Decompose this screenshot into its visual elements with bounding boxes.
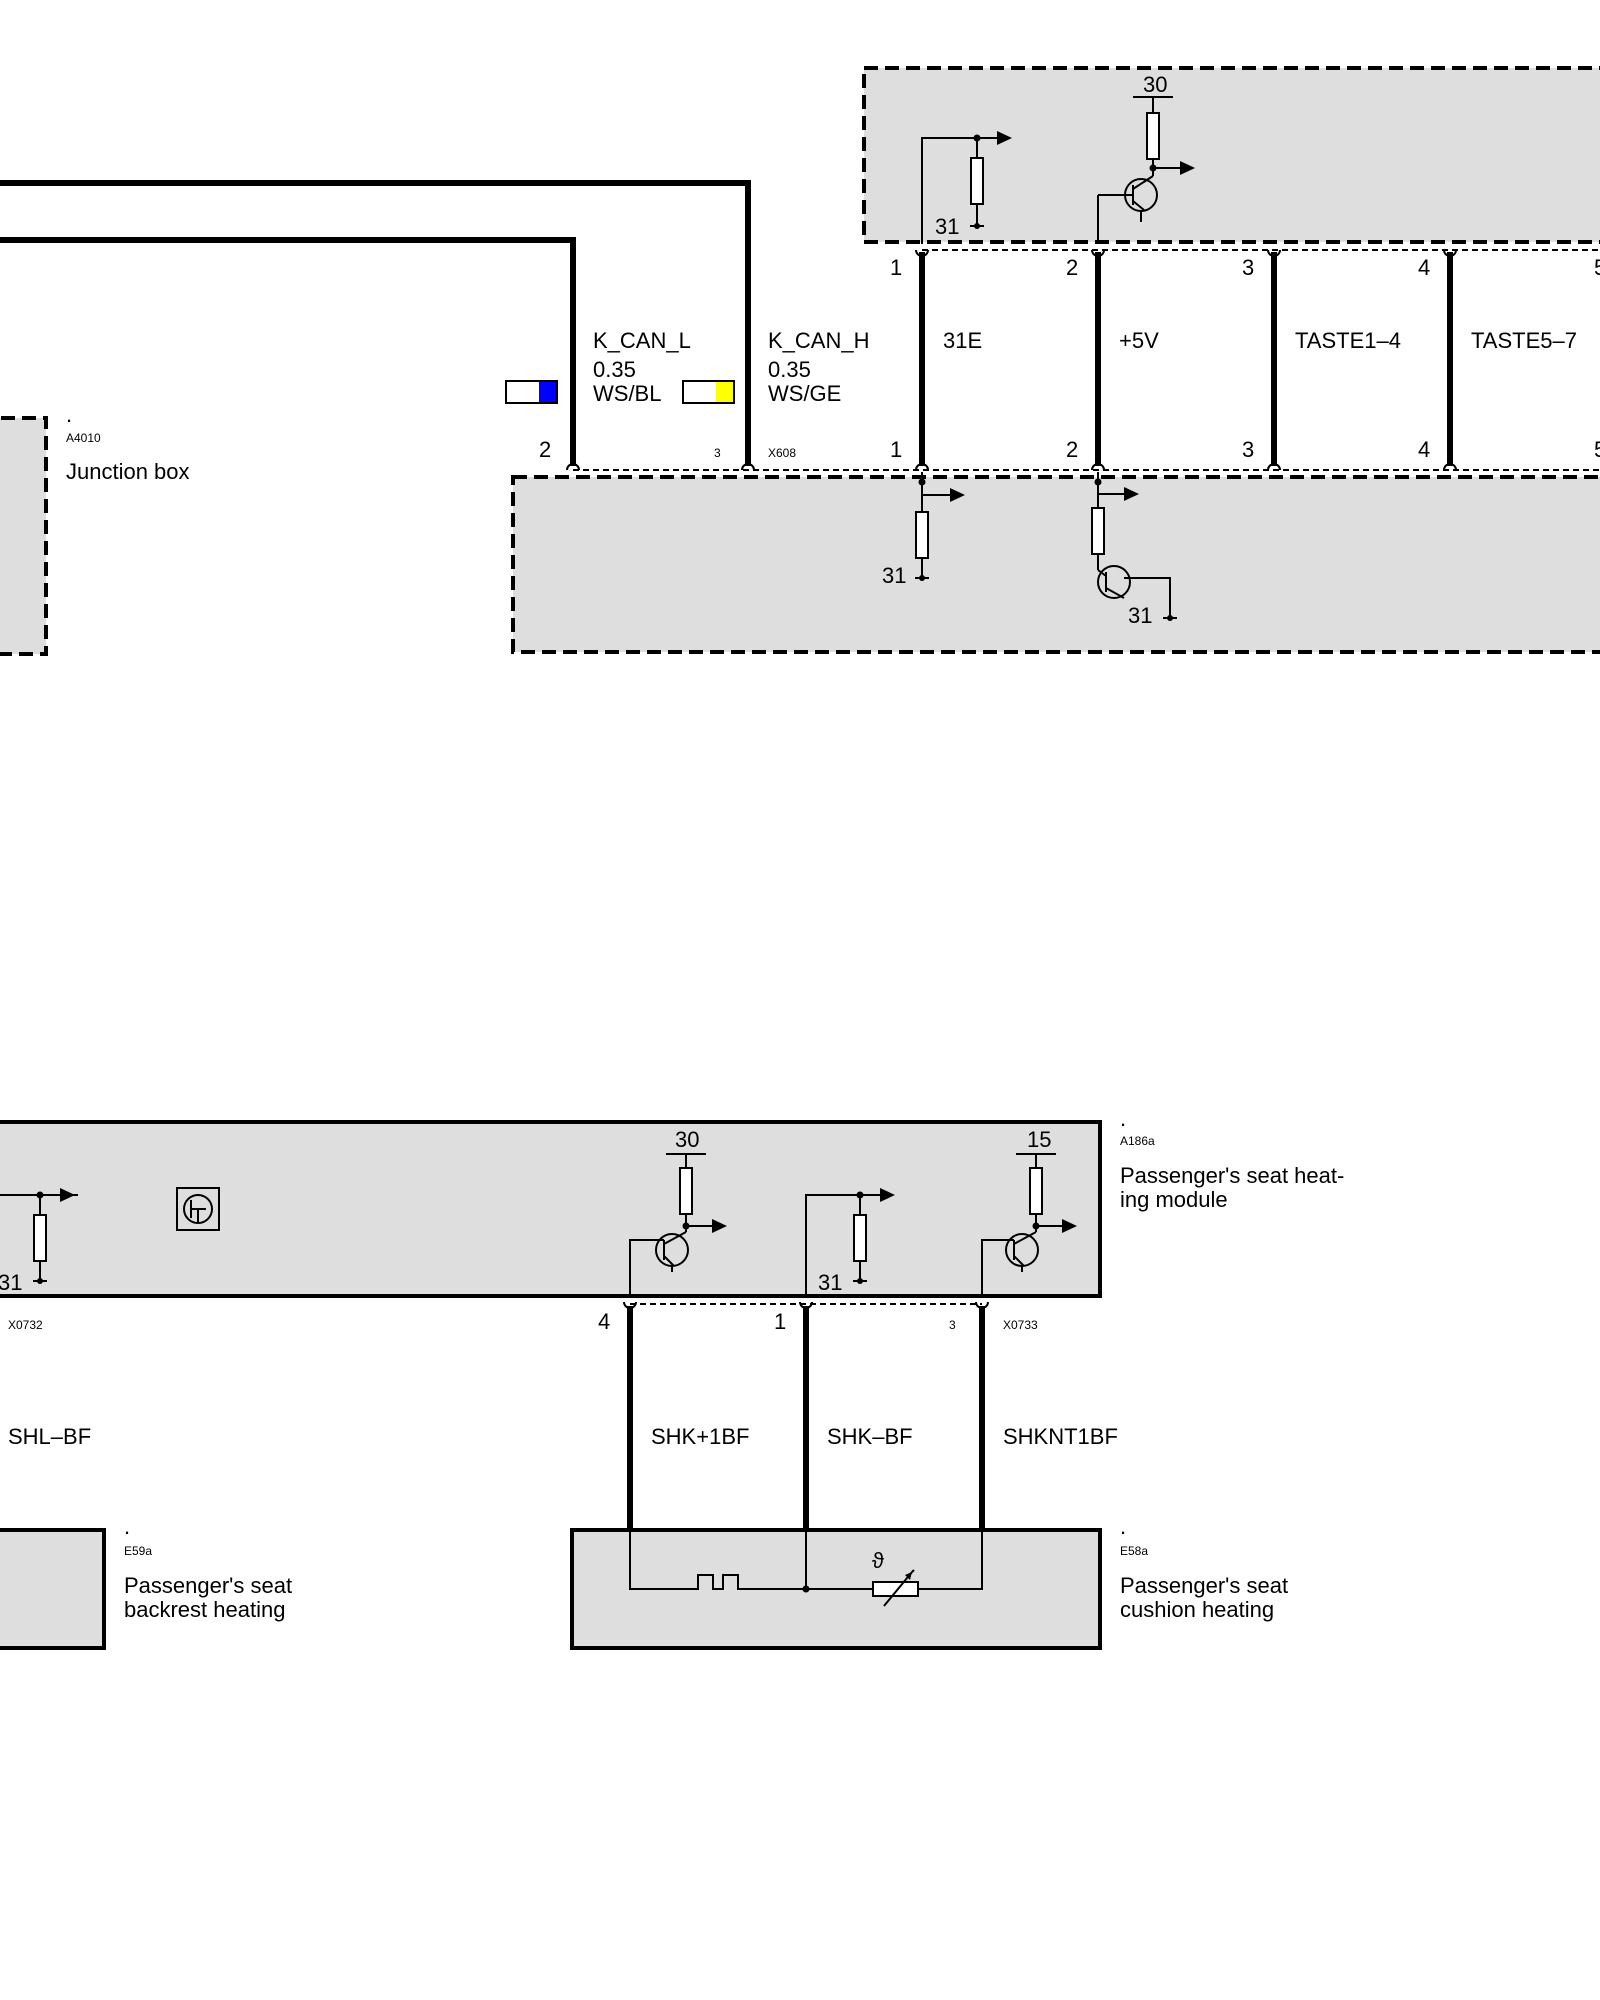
k-can-l-signal: K_CAN_L — [593, 328, 691, 353]
pin-label-can-h: 3 — [714, 446, 721, 460]
signal-label-shk-plus-1bf: SHK+1BF — [651, 1424, 749, 1449]
cushion-heating-internals — [629, 1532, 983, 1607]
pin-top-1: 1 — [890, 255, 902, 280]
k-can-h-color-swatch — [682, 380, 735, 404]
module-id: A186a — [1120, 1134, 1155, 1148]
jbox-transistor-circuit — [1091, 472, 1177, 621]
pin-top-2: 2 — [1066, 255, 1078, 280]
terminal-31-top: 31 — [935, 214, 959, 239]
pin-label-can-l: 2 — [539, 437, 551, 462]
connector-x0733: X0733 — [1003, 1318, 1038, 1332]
backrest-dot: . — [124, 1514, 130, 1539]
left-unit-fragment — [0, 416, 48, 656]
k-can-l-gauge: 0.35 — [593, 357, 636, 382]
pin-bottom-1: 1 — [890, 437, 902, 462]
terminal-31-jbox-1: 31 — [882, 563, 906, 588]
pin-top-3: 3 — [1242, 255, 1254, 280]
pin-bottom-2: 2 — [1066, 437, 1078, 462]
junction-box-id: A4010 — [66, 431, 101, 445]
top-unit-pullup-circuit — [921, 131, 1012, 244]
module-title-line1: Passenger's seat heat- — [1120, 1163, 1344, 1188]
terminal-31-module-left: 31 — [0, 1270, 22, 1295]
backrest-heating-body — [0, 1528, 106, 1650]
k-can-h-color-code: WS/GE — [768, 381, 841, 406]
pin-markers-upper — [566, 249, 1457, 471]
k-can-h-gauge: 0.35 — [768, 357, 811, 382]
module-title-line2: ing module — [1120, 1187, 1228, 1212]
backrest-id: E59a — [124, 1544, 152, 1558]
terminal-31-module-right: 31 — [818, 1270, 842, 1295]
junction-box-dot: . — [66, 402, 72, 427]
k-can-l-color-code: WS/BL — [593, 381, 661, 406]
terminal-15-module: 15 — [1027, 1127, 1051, 1152]
pin-top-4: 4 — [1418, 255, 1430, 280]
pin-label-shknt1: 3 — [949, 1318, 956, 1332]
cushion-title-line1: Passenger's seat — [1120, 1573, 1288, 1598]
signal-label-shk-bf: SHK–BF — [827, 1424, 913, 1449]
pin-bottom-4: 4 — [1418, 437, 1430, 462]
cushion-dot: . — [1120, 1514, 1126, 1539]
k-can-l-wire — [0, 237, 576, 466]
module-left-pullup — [0, 1188, 78, 1284]
signal-label-31e: 31E — [943, 328, 982, 353]
module-transistor-30 — [629, 1153, 727, 1296]
upper-control-unit — [862, 66, 1600, 244]
terminal-31-jbox-2: 31 — [1128, 603, 1152, 628]
pin-label-shk-minus: 1 — [774, 1309, 786, 1334]
connector-x608: X608 — [768, 446, 796, 460]
connector-x0732: X0732 — [8, 1318, 43, 1332]
module-sensor-icon — [176, 1187, 220, 1231]
junction-box-body — [511, 475, 1600, 654]
module-transistor-15 — [981, 1153, 1077, 1296]
terminal-30-module: 30 — [675, 1127, 699, 1152]
junction-box-title: Junction box — [66, 459, 190, 484]
pin-bottom-3: 3 — [1242, 437, 1254, 462]
k-can-h-wire — [0, 180, 751, 466]
jbox-pulldown-circuit — [915, 472, 965, 581]
cushion-id: E58a — [1120, 1544, 1148, 1558]
signal-label-taste5-7: TASTE5–7 — [1471, 328, 1577, 353]
seat-heating-module-body — [0, 1120, 1102, 1298]
terminal-30-top: 30 — [1143, 72, 1167, 97]
module-pullup-pin1 — [805, 1188, 895, 1296]
module-dot: . — [1120, 1106, 1126, 1131]
k-can-h-signal: K_CAN_H — [768, 328, 869, 353]
backrest-title-line2: backrest heating — [124, 1597, 285, 1622]
pin-bottom-5: 5 — [1594, 437, 1600, 462]
ntc-symbol: ϑ — [872, 1548, 884, 1573]
top-unit-transistor-circuit — [1097, 96, 1195, 244]
signal-label-shknt1bf: SHKNT1BF — [1003, 1424, 1118, 1449]
cushion-title-line2: cushion heating — [1120, 1597, 1274, 1622]
pin-label-shk-plus: 4 — [598, 1309, 610, 1334]
signal-label-5v: +5V — [1119, 328, 1159, 353]
signal-label-taste1-4: TASTE1–4 — [1295, 328, 1401, 353]
signal-label-shl-bf: SHL–BF — [8, 1424, 91, 1449]
pin-top-5: 5 — [1594, 255, 1600, 280]
k-can-l-color-swatch — [505, 380, 558, 404]
backrest-title-line1: Passenger's seat — [124, 1573, 292, 1598]
